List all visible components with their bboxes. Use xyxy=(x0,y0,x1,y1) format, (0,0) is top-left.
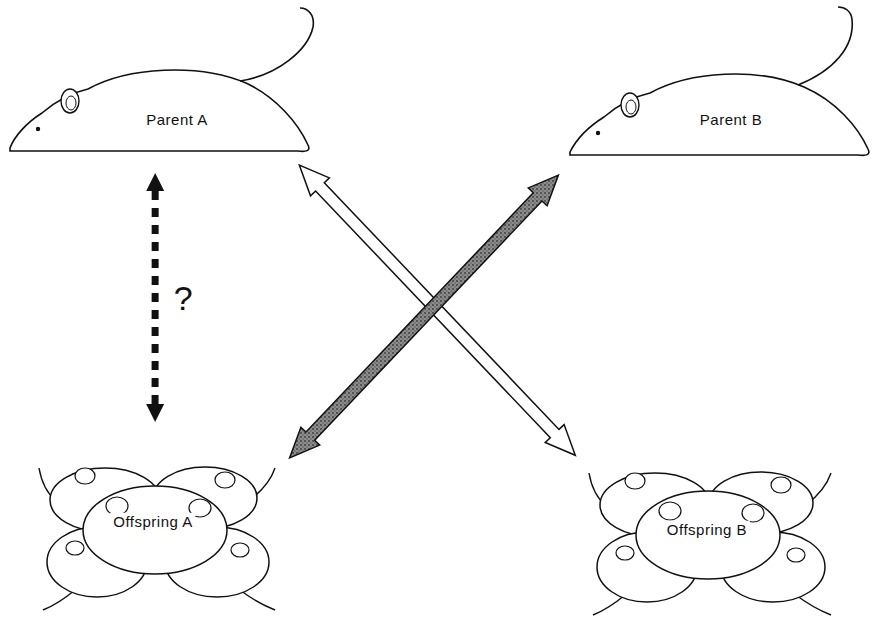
node-label: Offspring A xyxy=(110,513,195,532)
node-label: Parent A xyxy=(143,111,211,130)
offspring-litter: Offspring B xyxy=(585,445,837,615)
edge-label: ? xyxy=(172,281,195,315)
mouse-outline xyxy=(8,5,328,155)
node-label: Offspring B xyxy=(664,521,750,540)
parent-mouse: Parent A xyxy=(8,5,328,155)
dashed-arrow xyxy=(146,173,164,422)
offspring-litter: Offspring A xyxy=(35,440,280,615)
shaded-arrow xyxy=(290,175,559,458)
parent-mouse: Parent B xyxy=(568,5,873,165)
node-label: Parent B xyxy=(697,111,765,130)
mouse-outline xyxy=(568,5,873,165)
